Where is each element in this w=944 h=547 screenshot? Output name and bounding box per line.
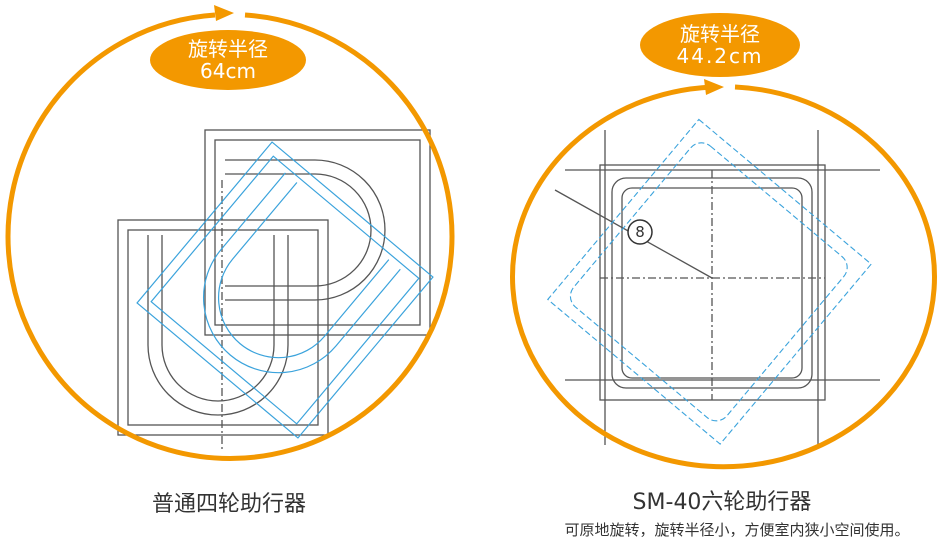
right-marker-number: 8 [635, 223, 645, 241]
right-caption: SM-40六轮助行器 [632, 490, 812, 515]
right-radius-value: 44.2cm [676, 44, 764, 68]
right-marker-circle [627, 219, 653, 245]
right-subcaption: 可原地旋转，旋转半径小，方便室内狭小空间使用。 [564, 521, 910, 539]
left-arrow-icon [214, 5, 234, 21]
left-walker-rotated [136, 141, 434, 439]
right-radius-title: 旋转半径 [679, 22, 760, 46]
right-walker-frame [554, 130, 880, 445]
left-walker-frame [117, 129, 431, 450]
left-caption: 普通四轮助行器 [151, 492, 307, 517]
right-label-bubble [640, 13, 800, 77]
left-radius-label: 旋转半径 64cm [188, 38, 268, 82]
left-rotation-circle [5, 12, 455, 461]
right-walker-rotated [547, 118, 872, 445]
right-radius-label: 旋转半径 44.2cm [676, 23, 763, 67]
right-rotation-circle [510, 84, 937, 470]
left-label-bubble [150, 30, 306, 90]
left-radius-value: 64cm [200, 59, 256, 83]
left-radius-title: 旋转半径 [188, 37, 268, 61]
right-arrow-icon [704, 79, 724, 95]
